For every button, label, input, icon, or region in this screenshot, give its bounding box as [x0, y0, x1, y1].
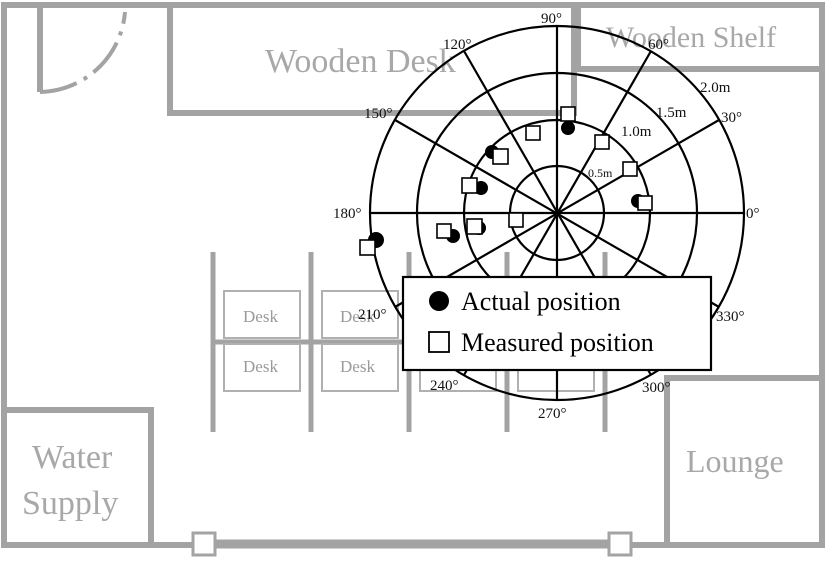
legend-box [401, 275, 713, 372]
desk-2 [321, 290, 399, 339]
window-frame-left [191, 531, 217, 557]
desk-1 [223, 290, 301, 339]
wooden-shelf-area [575, 2, 825, 72]
radius-label-0-5m: 0.5m [588, 166, 613, 180]
lounge-room [664, 375, 825, 548]
radius-label-1-5m: 1.5m [656, 105, 687, 121]
water-supply-room [1, 407, 154, 548]
desk-label-1: Desk [243, 307, 278, 326]
actual-point [561, 121, 575, 135]
measured-point [461, 177, 478, 194]
measured-point [492, 148, 509, 165]
door-swing-icon [39, 11, 127, 94]
angle-label-30: 30° [721, 110, 742, 126]
legend-actual-icon [429, 291, 449, 311]
measured-point [359, 239, 376, 256]
radius-label-2-0m: 2.0m [700, 80, 731, 96]
measured-point [560, 106, 576, 122]
desk-3 [223, 343, 301, 392]
polar-rings [368, 24, 746, 402]
water-supply-label-1: Water [32, 439, 113, 476]
angle-label-240: 240° [430, 378, 459, 394]
legend-actual-label: Actual position [461, 287, 621, 316]
measured-point [436, 223, 452, 239]
legend-measured-icon [428, 331, 450, 353]
measured-positions [359, 106, 653, 256]
wooden-desk-area [167, 2, 577, 116]
spoke-150-330 [394, 119, 720, 308]
desk-label-3: Desk [243, 357, 278, 376]
measured-point [525, 125, 541, 141]
window-frame-right [607, 531, 633, 557]
lounge-label: Lounge [686, 443, 784, 479]
angle-label-300: 300° [642, 380, 671, 396]
measured-point [466, 218, 483, 235]
wooden-shelf-label: Wooden Shelf [606, 21, 776, 54]
angle-label-0: 0° [746, 206, 760, 222]
measured-point [622, 161, 638, 177]
measured-point [594, 134, 610, 150]
angle-label-330: 330° [716, 309, 745, 325]
angle-label-150: 150° [364, 106, 393, 122]
water-supply-label-2: Supply [22, 485, 118, 522]
angle-label-90: 90° [541, 11, 562, 27]
radius-labels: 0.5m 1.0m 1.5m 2.0m [588, 80, 731, 180]
legend-measured-label: Measured position [461, 328, 654, 357]
desk-4 [321, 343, 399, 392]
ring-2-0m [368, 24, 746, 402]
measured-point [508, 212, 524, 228]
door [37, 5, 127, 94]
radius-label-1-0m: 1.0m [621, 124, 652, 140]
measured-point [637, 195, 653, 211]
angle-label-270: 270° [538, 406, 567, 422]
wooden-desk-label: Wooden Desk [265, 43, 456, 80]
desk-label-4: Desk [340, 357, 375, 376]
angle-label-120: 120° [443, 37, 472, 53]
legend: Actual position Measured position [401, 275, 713, 372]
desk-label-2: Desk [340, 307, 375, 326]
angle-label-210: 210° [358, 307, 387, 323]
angle-label-60: 60° [648, 37, 669, 53]
angle-label-180: 180° [333, 206, 362, 222]
window [191, 531, 633, 557]
angle-labels: 0° 30° 60° 90° 120° 150° 180° 210° 240° … [333, 11, 760, 422]
